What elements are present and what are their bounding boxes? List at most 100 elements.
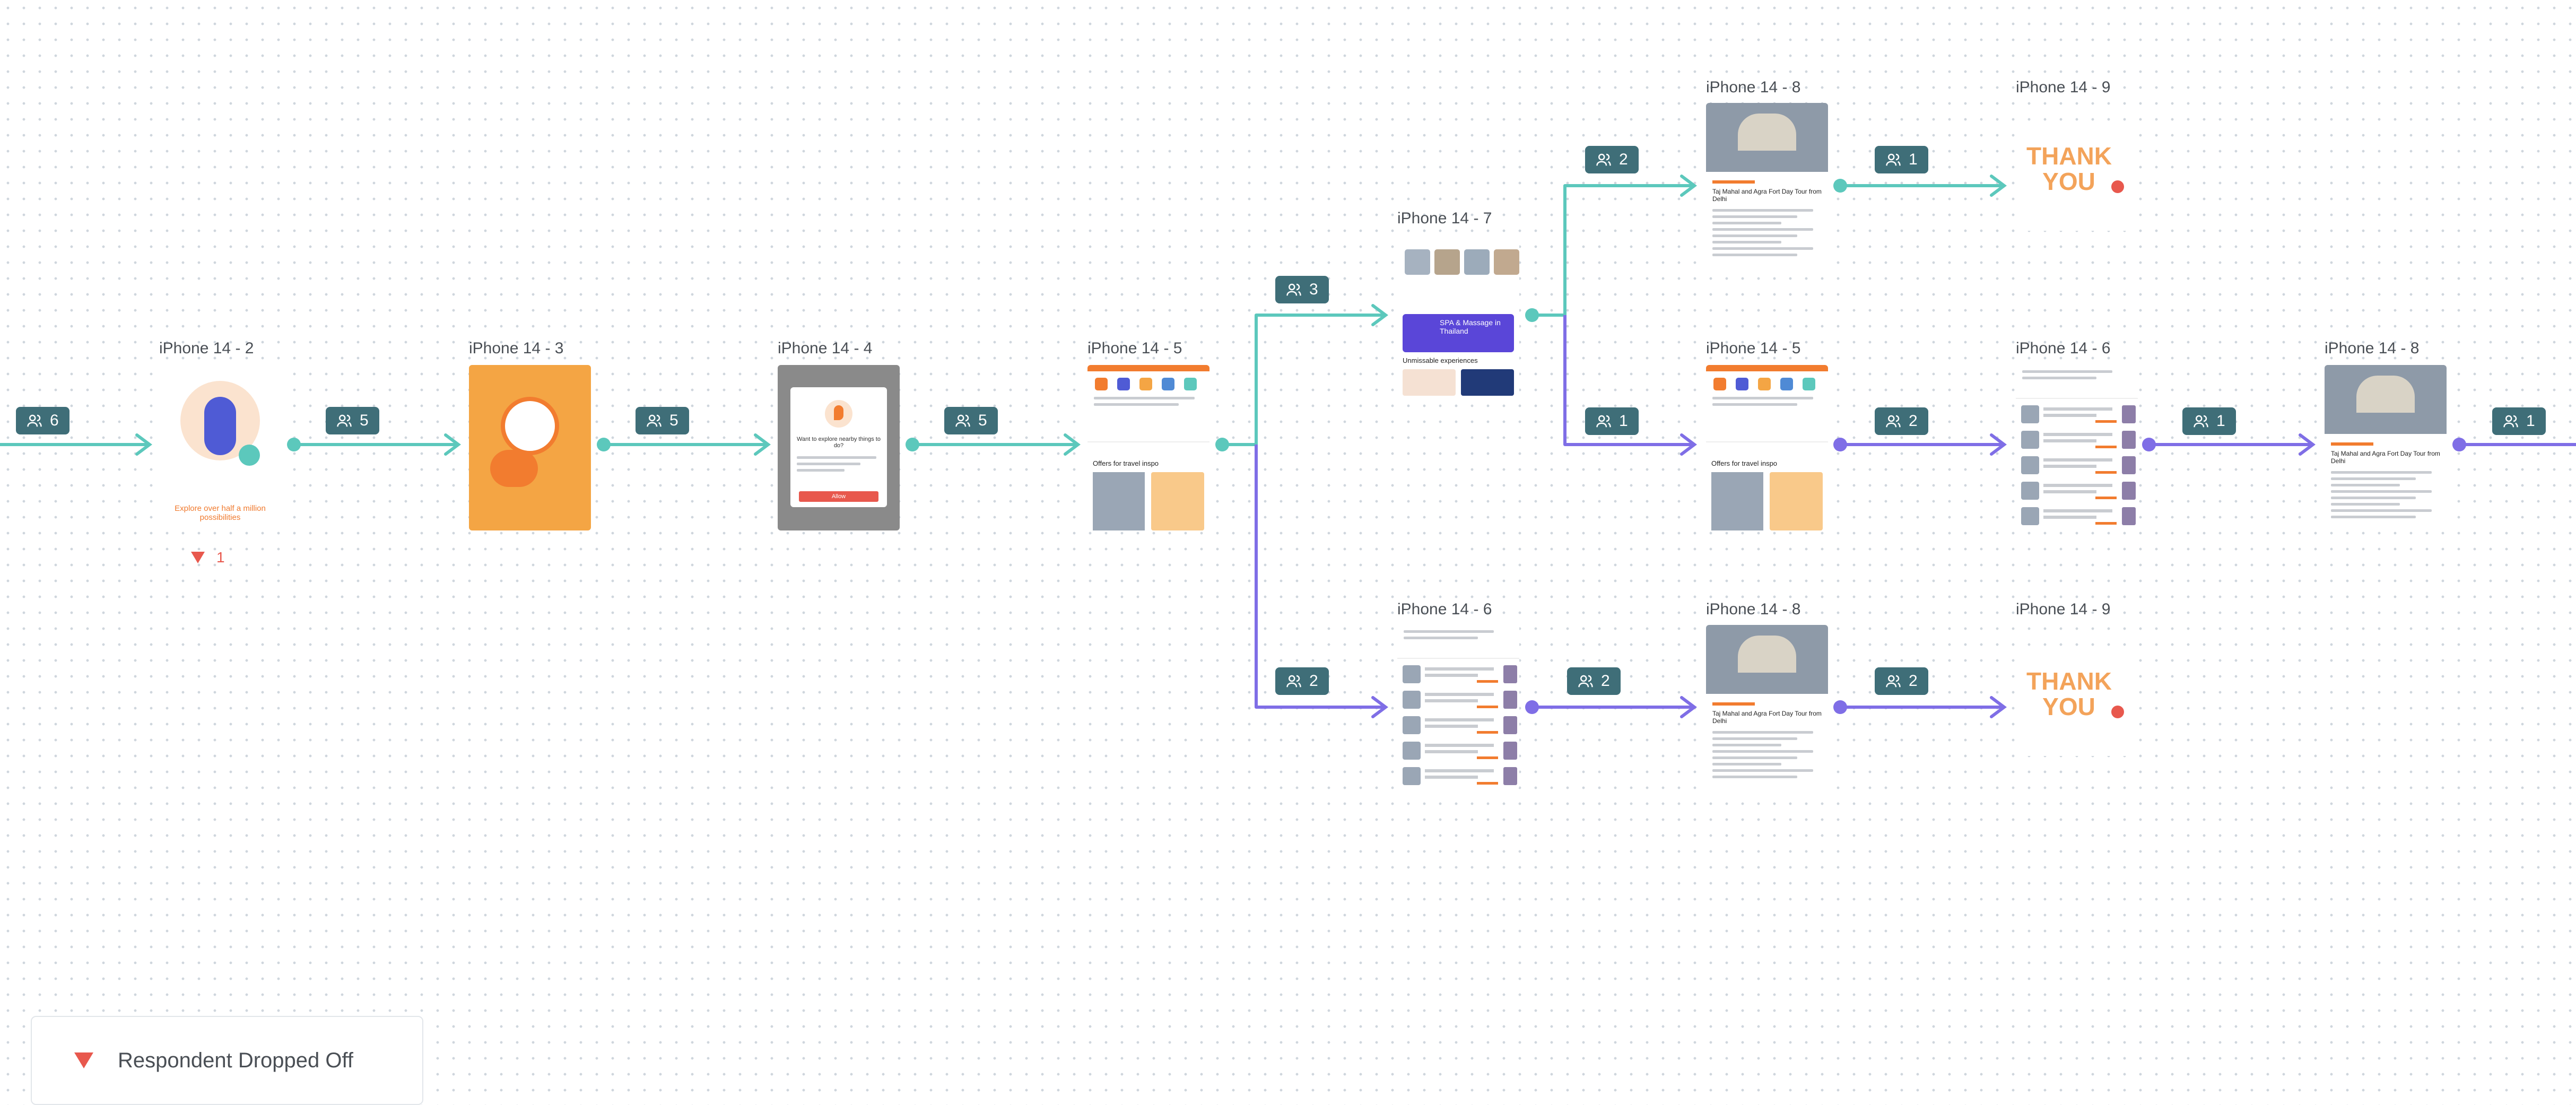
category-icon[interactable] — [1162, 378, 1174, 390]
badge-count: 2 — [1909, 412, 1918, 430]
tour-heading: Taj Mahal and Agra Fort Day Tour from De… — [2331, 450, 2440, 465]
respondent-count-badge[interactable]: 5 — [636, 407, 689, 434]
text-line — [1712, 254, 1797, 256]
illustration-figure — [490, 450, 538, 487]
text-line — [2331, 516, 2416, 518]
list-item-photo — [1503, 716, 1517, 734]
respondent-count-badge[interactable]: 5 — [944, 407, 998, 434]
category-icon[interactable] — [1095, 378, 1108, 390]
list-item-price — [1477, 680, 1498, 683]
list-item-photo — [2122, 482, 2136, 500]
respondent-count-badge[interactable]: 2 — [1875, 667, 1928, 695]
connector-line — [1222, 314, 1385, 446]
list-item-text — [2043, 439, 2096, 442]
screen-title: iPhone 14 - 8 — [1706, 601, 1801, 618]
category-icon[interactable] — [1139, 378, 1152, 390]
arrow-head-icon — [754, 433, 771, 456]
list-item-photo — [1403, 742, 1421, 760]
list-item-text — [2043, 490, 2096, 493]
respondent-count-badge[interactable]: 2 — [1585, 146, 1639, 173]
screen-thumbnail[interactable]: Taj Mahal and Agra Fort Day Tour from De… — [1706, 103, 1828, 268]
category-icon[interactable] — [1803, 378, 1815, 390]
screen-title: iPhone 14 - 3 — [469, 340, 564, 357]
arrow-head-icon — [1371, 304, 1388, 326]
text-line — [2022, 370, 2112, 373]
destination-photo — [1464, 249, 1490, 275]
screen-thumbnail[interactable]: THANK YOU — [2016, 122, 2136, 231]
section-title: Offers for travel inspo — [1711, 459, 1778, 467]
text-line — [1404, 637, 1478, 639]
drop-off-triangle-icon — [191, 552, 205, 563]
list-item-text — [1425, 750, 1478, 753]
text-line — [1712, 209, 1813, 212]
permission-dialog: Want to explore nearby things to do?Allo… — [790, 387, 887, 507]
text-line — [797, 463, 860, 465]
respondent-count-badge[interactable]: 1 — [1585, 407, 1639, 435]
tab-row — [2016, 388, 2138, 399]
list-item-text — [1425, 769, 1494, 772]
list-item-text — [1425, 725, 1478, 728]
screen-thumbnail[interactable]: Explore over half a million possibilitie… — [159, 365, 284, 529]
users-icon — [1578, 673, 1594, 689]
allow-button[interactable]: Allow — [799, 491, 878, 502]
screen-thumbnail[interactable]: Offers for travel inspo — [1706, 365, 1828, 530]
hero-building — [1738, 636, 1796, 673]
experience-card — [1403, 369, 1456, 396]
respondent-count-badge[interactable]: 1 — [2182, 407, 2236, 435]
destination-photo — [1494, 249, 1519, 275]
screen-thumbnail[interactable]: THANK YOU — [2016, 647, 2136, 756]
list-item-photo — [2021, 507, 2039, 525]
category-icon[interactable] — [1736, 378, 1748, 390]
screen-thumbnail[interactable] — [1397, 625, 1519, 789]
screen-thumbnail[interactable]: Offers for travel inspo — [1087, 365, 1209, 530]
offer-card — [1151, 472, 1204, 530]
thank-you-text: THANK YOU — [2026, 667, 2112, 720]
list-item-photo — [2021, 482, 2039, 500]
category-icon[interactable] — [1758, 378, 1771, 390]
badge-label — [2331, 442, 2373, 446]
category-icon[interactable] — [1780, 378, 1793, 390]
screen-title: iPhone 14 - 4 — [778, 340, 873, 357]
list-item-text — [2043, 414, 2096, 417]
screen-thumbnail[interactable] — [2016, 365, 2138, 530]
users-icon — [2503, 413, 2519, 429]
category-icon[interactable] — [1184, 378, 1197, 390]
respondent-count-badge[interactable]: 6 — [16, 407, 69, 434]
list-item-price — [2095, 497, 2117, 499]
badge-count: 1 — [1909, 151, 1918, 168]
list-item-photo — [1503, 742, 1517, 760]
category-icon[interactable] — [1713, 378, 1726, 390]
arrow-head-icon — [1680, 433, 1697, 456]
text-line — [2331, 471, 2432, 474]
tab-row — [1397, 648, 1519, 659]
drop-off-indicator[interactable]: 1 — [191, 549, 225, 566]
respondent-count-badge[interactable]: 2 — [1275, 667, 1329, 695]
list-item-photo — [2122, 507, 2136, 525]
users-icon — [646, 413, 662, 429]
list-item-photo — [1403, 691, 1421, 709]
list-item-photo — [1503, 691, 1517, 709]
respondent-count-badge[interactable]: 2 — [1875, 407, 1928, 435]
text-line — [2331, 503, 2400, 506]
text-line — [2331, 490, 2432, 493]
destination-photo — [1434, 249, 1460, 275]
respondent-count-badge[interactable]: 3 — [1275, 276, 1329, 303]
screen-thumbnail[interactable]: Taj Mahal and Agra Fort Day Tour from De… — [2325, 365, 2447, 530]
screen-thumbnail[interactable]: Want to explore nearby things to do?Allo… — [778, 365, 900, 530]
text-line — [1712, 769, 1813, 772]
text-line — [2331, 497, 2416, 499]
users-icon — [336, 413, 352, 429]
category-icon[interactable] — [1117, 378, 1130, 390]
respondent-count-badge[interactable]: 1 — [2492, 407, 2546, 435]
respondent-count-badge[interactable]: 2 — [1567, 667, 1621, 695]
respondent-count-badge[interactable]: 5 — [326, 407, 379, 434]
promo-banner[interactable]: SPA & Massage in Thailand — [1403, 314, 1514, 352]
users-icon — [1885, 152, 1901, 168]
screen-thumbnail[interactable] — [469, 365, 591, 530]
list-item-price — [1477, 782, 1498, 785]
screen-thumbnail[interactable]: Taj Mahal and Agra Fort Day Tour from De… — [1706, 625, 1828, 790]
respondent-count-badge[interactable]: 1 — [1875, 146, 1928, 173]
text-line — [1712, 234, 1797, 237]
